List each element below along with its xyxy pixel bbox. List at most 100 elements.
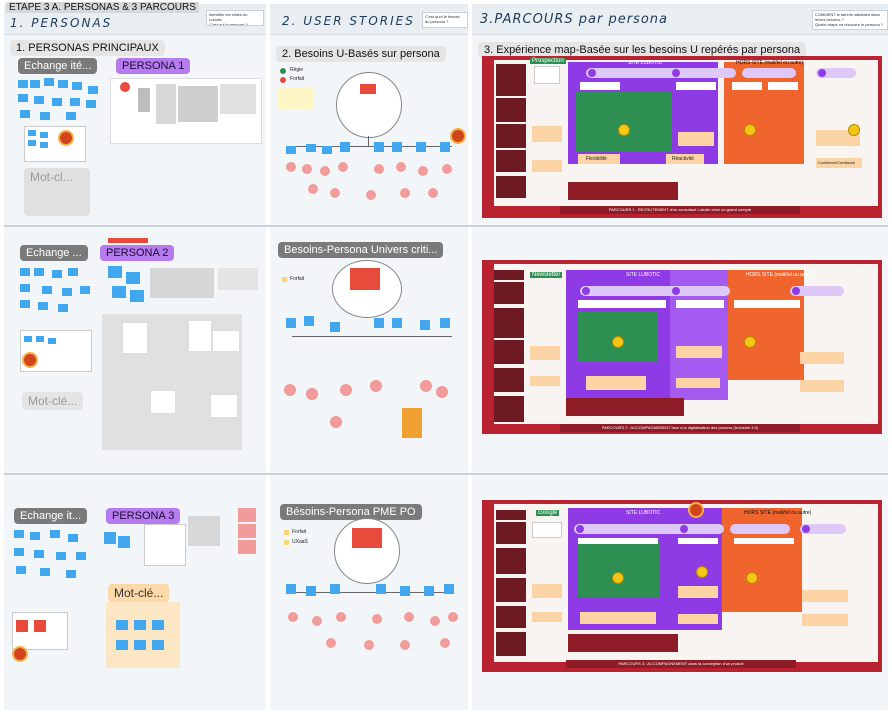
journey-row-label [496,578,526,602]
touchpoint-card [732,82,762,90]
journey-step-dot [672,69,680,77]
touchpoint-card [530,376,560,386]
sticky-note [326,638,336,648]
persona-3-chip[interactable]: PERSONA 3 [106,508,181,524]
touchpoint-card [678,614,718,624]
touchpoint-card [678,586,718,598]
persona-3-document [144,524,186,566]
newsletter-label: Newsletter [530,272,563,278]
sticky-note [18,94,28,102]
persona-1-chip[interactable]: PERSONA 1 [116,58,191,74]
sticky-note [288,612,298,622]
happy-smiley-icon [696,566,708,578]
sticky-note [400,640,410,650]
sticky-note [418,166,428,176]
mot-cle-chip-2[interactable]: Mot-clé... [22,392,84,410]
sticky-note [56,552,66,560]
sticky-note [306,586,316,596]
sticky-note [134,620,146,630]
google-label: Google [536,510,560,516]
touchpoint-card [676,82,716,90]
sticky-note [330,322,340,332]
persona-1-text-block [156,84,176,124]
sticky-note [312,616,322,626]
sticky-note [372,614,382,624]
journey-row-label [496,124,526,148]
sticky-note [306,144,316,152]
sticky-note [330,584,340,594]
sticky-note [436,386,448,398]
sticky-note [366,190,376,200]
happy-smiley-icon [612,336,624,348]
journey-row-label [494,270,524,280]
sticky-note [430,616,440,626]
parcours-title: 3.PARCOURS par persona [480,12,668,27]
sticky-note [238,540,256,554]
lubotic-logo-icon [58,130,74,146]
site-lubotic-label: SITE LUBOTIC [626,272,661,278]
touchpoint-card [586,376,646,390]
row-separator-1 [4,225,888,227]
journey-step [574,524,724,534]
sticky-note [440,638,450,648]
journey-step-dot [582,287,590,295]
journey-row-label [494,340,524,364]
happy-smiley-icon [612,572,624,584]
hors-site-label: HORS SITE (mail/tel ou autre) [736,60,804,66]
site-lubotic-label: SITE LUBOTIC [628,60,663,66]
journey-row-label [494,396,524,422]
sticky-note [304,316,314,326]
touchpoint-card [530,346,560,360]
mot-cle-chip-1[interactable]: Mot-cl... [24,168,90,216]
sticky-note [376,584,386,594]
sticky-note [116,640,128,650]
sticky-note [320,166,330,176]
touchpoint-card [532,126,562,142]
sticky-note [28,130,36,136]
journey-caption-1: PARCOURS 1 : RECRUTEMENT d'un consultant… [560,206,800,214]
mot-cle-chip-3[interactable]: Mot-clé... [108,584,170,602]
echange-chip-2[interactable]: Echange ... [20,245,88,261]
legend-forfait: Forfait [290,276,305,282]
echange-chip-1[interactable]: Echange ité... [18,58,98,74]
sticky-note [18,80,28,88]
hors-site-band [724,62,804,164]
sticky-note [152,620,164,630]
touchpoint-card [532,612,562,622]
sticky-note [392,318,402,328]
journey-row-label [496,74,526,96]
flow-card [212,330,240,352]
sticky-note [44,78,54,86]
tree-line [292,146,452,147]
sticky-note [284,384,296,396]
sticky-note [20,300,30,308]
echange-chip-3[interactable]: Echange it... [14,508,88,524]
persona-2-chip[interactable]: PERSONA 2 [100,245,175,261]
sticky-note [52,98,62,106]
persona-3-mot-cle-panel [106,602,180,668]
sticky-note [306,388,318,400]
green-zone [578,542,660,598]
flow-card [188,320,212,352]
touchpoint-card [676,346,722,358]
sticky-note [340,142,350,152]
persona-3-text-block [188,516,220,546]
sticky-note [86,100,96,108]
persona-2-document [150,268,214,298]
sticky-note [88,86,98,94]
sticky-note [330,188,340,198]
lubotic-logo-icon [450,128,466,144]
sticky-note [448,612,458,622]
uxaas-dot [284,540,289,545]
neutral-smiley-icon [744,336,756,348]
sticky-note [34,268,44,276]
journey-row-label [494,308,524,338]
sticky-note [428,188,438,198]
journey-row-label [496,606,526,628]
touchpoint-card [802,590,848,602]
sticky-note [48,338,56,344]
sticky-note [40,142,48,148]
reactivite-card [666,154,704,164]
sticky-note [130,290,144,302]
regie-dot [280,68,286,74]
